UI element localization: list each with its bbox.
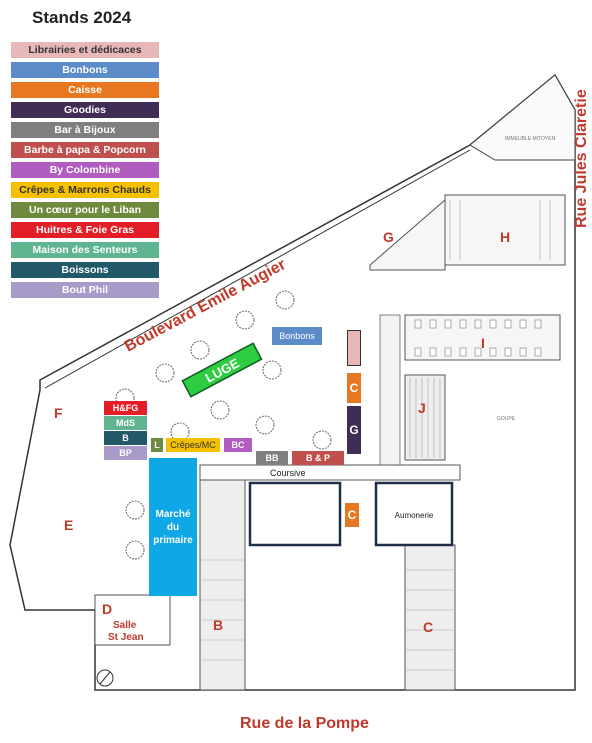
building-h-hatch	[449, 200, 551, 260]
stand-by-colombine: BC	[224, 438, 252, 452]
legend-item: Bar à Bijoux	[11, 122, 159, 138]
stand-bonbons: Bonbons	[272, 327, 322, 345]
stand-librairie	[347, 330, 361, 366]
zone-h: H	[500, 229, 510, 245]
salle-st-jean	[94, 594, 171, 646]
building-j-hatch	[409, 378, 441, 458]
legend-item: Librairies et dédicaces	[11, 42, 159, 58]
tree	[275, 290, 295, 310]
legend-item: Boissons	[11, 262, 159, 278]
coursive-label: Coursive	[270, 468, 306, 478]
legend-item: Goodies	[11, 102, 159, 118]
tree	[255, 415, 275, 435]
legend-item: Maison des Senteurs	[11, 242, 159, 258]
building-g	[369, 198, 446, 271]
room-empty	[248, 481, 342, 547]
boulevard-edge	[44, 149, 471, 389]
tree	[235, 310, 255, 330]
building-j	[404, 374, 446, 461]
legend-item: Crêpes & Marrons Chauds	[11, 182, 159, 198]
tree	[312, 430, 332, 450]
stand-goodies: G	[347, 406, 361, 454]
legend-item: By Colombine	[11, 162, 159, 178]
building-c	[404, 544, 456, 691]
legend-item: Un cœur pour le Liban	[11, 202, 159, 218]
tree	[210, 400, 230, 420]
legend-item: Bonbons	[11, 62, 159, 78]
stand-bout-phil: BP	[104, 446, 147, 460]
room-aumonerie	[374, 481, 454, 547]
coursive	[199, 464, 461, 481]
zone-b: B	[213, 617, 223, 633]
stand-crepes: Crêpes/MC	[166, 438, 220, 452]
street-pompe: Rue de la Pompe	[240, 715, 369, 732]
legend-item: Barbe à papa & Popcorn	[11, 142, 159, 158]
stand-huitres: H&FG	[104, 401, 147, 415]
stand-maison-senteurs: MdS	[104, 416, 147, 430]
street-jules-claretie: Rue Jules Claretie	[573, 89, 590, 228]
stand-caisse-2: C	[345, 503, 359, 527]
legend-item: Huitres & Foie Gras	[11, 222, 159, 238]
zone-e: E	[64, 517, 73, 533]
tree	[125, 540, 145, 560]
stand-bar-bijoux: BB	[256, 451, 288, 465]
salle-line1: Salle	[113, 620, 137, 631]
immeuble-mitoyen	[469, 74, 576, 161]
immeuble-label: IMMEUBLE MITOYEN	[505, 136, 556, 142]
compass-needle	[99, 671, 111, 685]
salle-line2: St Jean	[108, 632, 144, 643]
building-i-windows	[414, 319, 542, 357]
building-h	[444, 194, 566, 266]
zone-c: C	[423, 619, 433, 635]
zone-i: I	[481, 335, 485, 351]
building-b-hatch	[200, 559, 245, 661]
aumonerie-label: Aumonerie	[395, 511, 434, 520]
zone-f: F	[54, 405, 63, 421]
legend-item: Caisse	[11, 82, 159, 98]
stand-boissons: B	[104, 431, 147, 445]
stand-barbe-popcorn: B & P	[292, 451, 344, 465]
stand-marche-primaire: Marché du primaire	[149, 458, 197, 596]
building-b	[199, 479, 246, 691]
trees	[115, 290, 332, 560]
stair-column	[379, 314, 401, 466]
tree	[155, 363, 175, 383]
page-title: Stands 2024	[32, 8, 132, 27]
luge-box	[181, 342, 263, 398]
stand-caisse-1: C	[347, 373, 361, 403]
tree	[125, 500, 145, 520]
goupe-label: GOUPE	[497, 416, 516, 422]
stand-liban: L	[151, 438, 163, 452]
tree	[190, 340, 210, 360]
tree	[170, 422, 190, 442]
legend-item: Bout Phil	[11, 282, 159, 298]
zone-j: J	[418, 400, 426, 416]
building-c-hatch	[405, 569, 455, 671]
zone-g: G	[383, 229, 394, 245]
zone-d: D	[102, 601, 112, 617]
tree	[262, 360, 282, 380]
